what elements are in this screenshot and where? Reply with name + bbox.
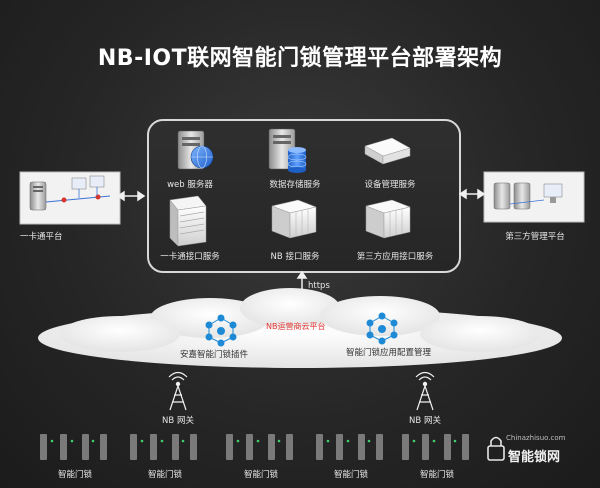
plugin-label: 安嘉智能门锁插件 (180, 350, 249, 360)
smart-lock-group-1 (40, 434, 107, 460)
device-management-label: 设备管理服务 (364, 180, 416, 190)
smart-lock-label-1: 智能门锁 (57, 470, 92, 480)
left-double-arrow-icon (116, 190, 146, 202)
watermark-text: 智能锁网 (508, 450, 561, 465)
database-server-label: 数据存储服务 (269, 180, 321, 190)
page-title: NB-IOT联网智能门锁管理平台部署架构 (97, 46, 503, 71)
smart-lock-group-2 (130, 434, 197, 460)
watermark-logo-icon (487, 436, 505, 461)
watermark-url: Chinazhisuo.com (506, 434, 566, 442)
smart-lock-group-5 (402, 434, 469, 460)
cloud-platform-shape (38, 288, 562, 368)
third-party-interface-server-icon (365, 199, 411, 239)
card-interface-server-icon (169, 195, 207, 247)
nb-interface-server-icon (271, 199, 317, 239)
nb-interface-label: NB 接口服务 (270, 252, 320, 262)
config-network-icon (366, 312, 398, 345)
nb-gateway-tower-icon-right (415, 371, 435, 411)
third-party-platform-label: 第三方管理平台 (505, 232, 565, 242)
third-party-interface-label: 第三方应用接口服务 (356, 252, 434, 262)
card-interface-label: 一卡通接口服务 (160, 252, 220, 262)
cloud-platform-label: NB运营商云平台 (266, 322, 326, 331)
smart-lock-label-2: 智能门锁 (147, 470, 182, 480)
one-card-platform-graphic (19, 171, 121, 225)
right-double-arrow-icon (458, 188, 486, 200)
smart-lock-label-4: 智能门锁 (333, 470, 368, 480)
database-server-icon (268, 128, 307, 173)
one-card-platform-label: 一卡通平台 (20, 232, 63, 242)
smart-lock-group-3 (226, 434, 293, 460)
https-label: https (308, 281, 330, 291)
smart-lock-label-3: 智能门锁 (243, 470, 278, 480)
device-management-icon (364, 137, 411, 165)
config-label: 智能门锁应用配置管理 (346, 348, 432, 358)
nb-gateway-label-left: NB 网关 (162, 416, 194, 426)
web-server-icon (177, 130, 214, 170)
smart-lock-label-5: 智能门锁 (419, 470, 454, 480)
nb-gateway-label-right: NB 网关 (409, 416, 441, 426)
smart-lock-group-4 (316, 434, 383, 460)
third-party-platform-graphic (483, 171, 585, 223)
plugin-network-icon (205, 314, 237, 347)
web-server-label: web 服务器 (167, 180, 213, 190)
nb-gateway-tower-icon-left (168, 371, 188, 411)
